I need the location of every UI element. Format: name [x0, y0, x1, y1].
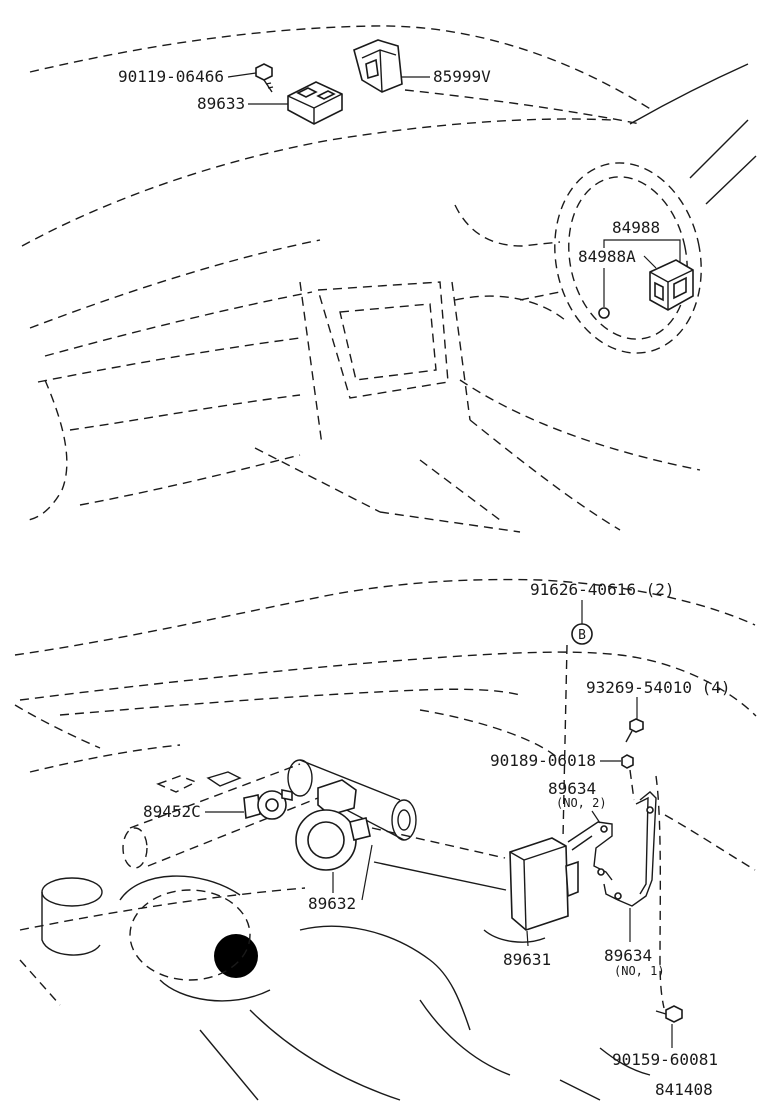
part-number-label: 90119-06466: [118, 67, 224, 86]
harness-line-solid: [373, 861, 546, 943]
part-number-label: 85999V: [433, 67, 491, 86]
dashboard-outline: [21, 118, 701, 521]
part-number-label: 93269-54010 (4): [586, 678, 731, 697]
bolt-drawing: [621, 754, 634, 769]
steering-column: [689, 119, 757, 205]
figure-id: 841408: [655, 1080, 713, 1099]
switch-drawing: [649, 259, 694, 311]
part-number-label: 89633: [197, 94, 245, 113]
sensor-drawing: [287, 81, 343, 125]
engine-outline-hidden: [19, 889, 251, 1006]
bolt-drawing: [255, 63, 274, 93]
part-number-label: 91626-40616 (2): [530, 580, 675, 599]
cover-drawing: [353, 39, 403, 93]
sensor-drawing: [295, 779, 371, 871]
part-number-label: 89634: [604, 946, 652, 965]
harness-line: [19, 644, 665, 1009]
windshield-pillar: [629, 63, 749, 125]
center-console: [299, 281, 471, 446]
part-note-label: (NO, 1): [614, 964, 665, 978]
part-number-label: 89631: [503, 950, 551, 969]
part-number-label: 89634: [548, 779, 596, 798]
part-number-label: 89632: [308, 894, 356, 913]
sensor-drawing: [243, 789, 293, 820]
bracket-drawing: [603, 791, 657, 907]
windshield-outline: [29, 25, 653, 125]
reference-marker-label: B: [578, 628, 586, 643]
part-number-label: 89452C: [143, 802, 201, 821]
part-number-label: 84988: [612, 218, 660, 237]
bolt-drawing: [655, 1005, 683, 1023]
bracket-drawing: [567, 821, 613, 881]
steering-column-lower: [122, 763, 319, 869]
bolt-drawing: [625, 718, 644, 743]
screw-drawing: [598, 307, 610, 319]
part-number-label: 90189-06018: [490, 751, 596, 770]
floor-outline: [254, 419, 621, 533]
part-note-label: (NO, 2): [556, 796, 607, 810]
ecu-drawing: [509, 837, 579, 931]
part-number-label: 84988A: [578, 247, 636, 266]
part-number-label: 90159-60081: [612, 1050, 718, 1069]
leader-lines-upper: [227, 72, 681, 307]
dash-underside-outline: [14, 578, 757, 871]
engine-outline: [41, 875, 651, 1101]
steering-wheel: [554, 162, 702, 354]
leader-lines-lower: [205, 600, 673, 1048]
